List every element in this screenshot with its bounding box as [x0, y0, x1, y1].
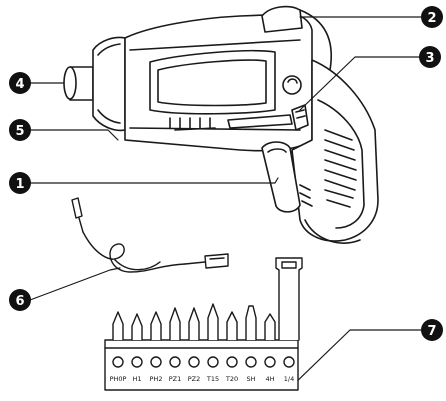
svg-text:7: 7	[427, 324, 436, 339]
bit-label: T20	[225, 375, 238, 383]
svg-text:2: 2	[427, 11, 436, 26]
usb-c-plug	[72, 198, 82, 218]
bit-label: H1	[132, 375, 141, 383]
svg-text:6: 6	[15, 294, 24, 309]
callout-5: 5	[9, 119, 31, 141]
usb-a-plug	[205, 254, 228, 268]
callout-1: 1	[9, 172, 31, 194]
bits	[113, 258, 302, 340]
bit-holder	[105, 258, 302, 390]
bit-label: 1/4	[284, 375, 294, 383]
callout-2: 2	[421, 6, 443, 28]
callout-3: 3	[419, 46, 441, 68]
callout-4: 4	[9, 72, 31, 94]
svg-text:4: 4	[15, 77, 24, 92]
usb-cable	[72, 198, 228, 272]
bit-label: PH2	[150, 375, 163, 383]
callout-7: 7	[421, 319, 443, 341]
bit-label: PZ2	[188, 375, 201, 383]
bit-label: PH0P	[110, 375, 127, 383]
svg-text:3: 3	[425, 51, 434, 66]
extension-bit	[276, 258, 302, 340]
bit-label: SH	[246, 375, 255, 383]
callout-6: 6	[9, 289, 31, 311]
front-cone	[93, 38, 125, 131]
bit-label: 4H	[265, 375, 274, 383]
screwdriver-body	[64, 7, 378, 243]
bit-label: PZ1	[169, 375, 182, 383]
top-button	[262, 7, 302, 32]
bit-label: T15	[206, 375, 219, 383]
svg-text:5: 5	[15, 124, 24, 139]
svg-text:1: 1	[15, 177, 24, 192]
